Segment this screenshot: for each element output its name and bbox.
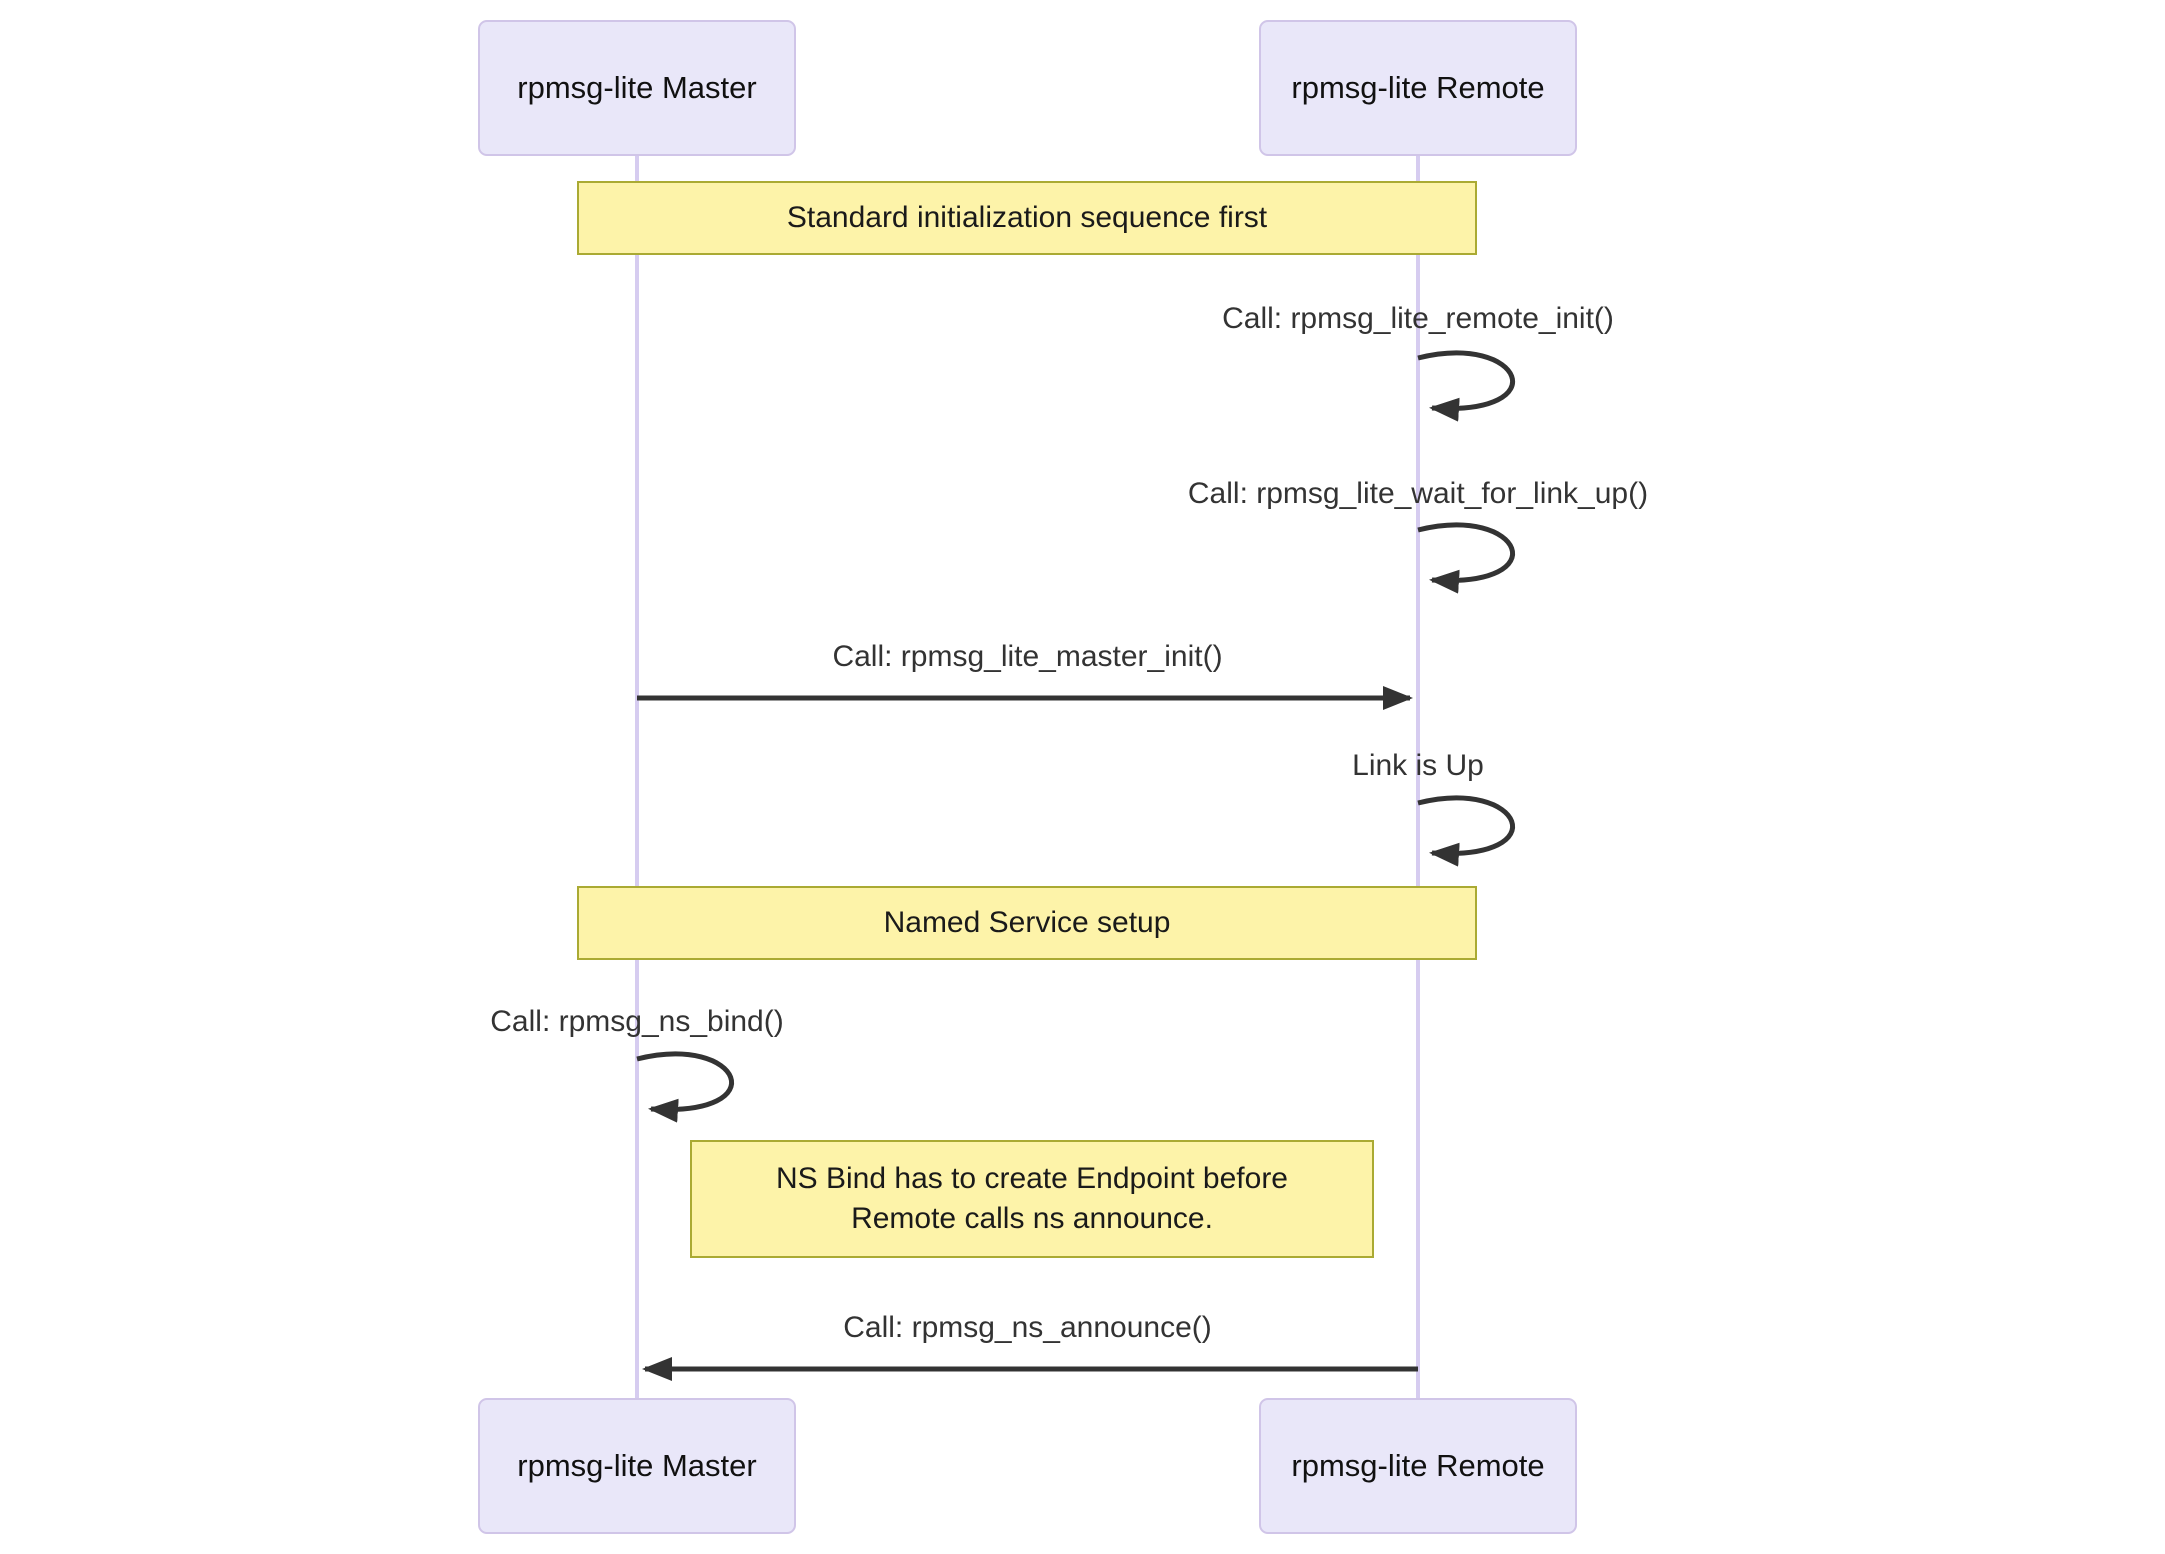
self-loop-arrow-wait-for-link-up <box>1417 522 1515 594</box>
lifeline-remote <box>1416 156 1420 1398</box>
message-label-remote-init: Call: rpmsg_lite_remote_init() <box>1222 302 1614 335</box>
message-label-link-is-up: Link is Up <box>1352 749 1484 782</box>
participant-box-master-top: rpmsg-lite Master <box>478 20 796 156</box>
participant-label-master-bottom: rpmsg-lite Master <box>517 1448 757 1483</box>
message-label-ns-bind: Call: rpmsg_ns_bind() <box>490 1005 784 1038</box>
participant-box-master-bottom: rpmsg-lite Master <box>478 1398 796 1534</box>
message-label-ns-announce: Call: rpmsg_ns_announce() <box>843 1311 1212 1344</box>
participant-label-master-top: rpmsg-lite Master <box>517 70 757 105</box>
participant-label-remote-top: rpmsg-lite Remote <box>1291 70 1545 105</box>
note-ns-bind-endpoint: NS Bind has to create Endpoint before Re… <box>690 1140 1374 1258</box>
lifeline-master <box>635 156 639 1398</box>
participant-box-remote-bottom: rpmsg-lite Remote <box>1259 1398 1577 1534</box>
note-named-service-setup: Named Service setup <box>577 886 1477 960</box>
note-standard-initialization-label: Standard initialization sequence first <box>786 200 1268 234</box>
note-named-service-setup-label: Named Service setup <box>883 905 1171 939</box>
self-loop-arrow-remote-init <box>1417 350 1515 422</box>
participant-box-remote-top: rpmsg-lite Remote <box>1259 20 1577 156</box>
participant-label-remote-bottom: rpmsg-lite Remote <box>1291 1448 1545 1483</box>
note-ns-bind-endpoint-line2: Remote calls ns announce. <box>851 1202 1213 1235</box>
self-loop-arrow-ns-bind <box>636 1051 734 1123</box>
note-ns-bind-endpoint-line1: NS Bind has to create Endpoint before <box>776 1161 1288 1195</box>
message-label-wait-for-link-up: Call: rpmsg_lite_wait_for_link_up() <box>1187 477 1649 510</box>
note-standard-initialization: Standard initialization sequence first <box>577 181 1477 255</box>
self-loop-arrow-link-is-up <box>1417 795 1515 867</box>
message-label-master-init: Call: rpmsg_lite_master_init() <box>832 640 1223 673</box>
